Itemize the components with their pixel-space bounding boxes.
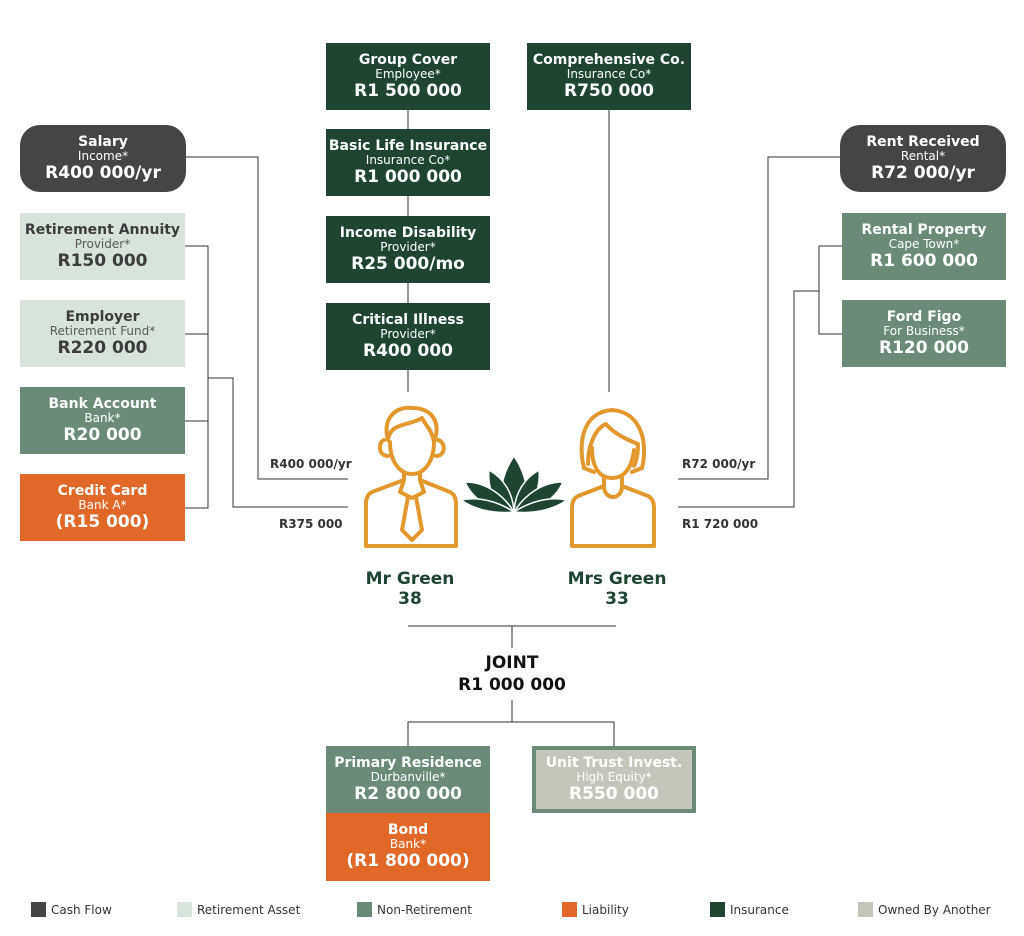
bond-value: (R1 800 000) [346, 851, 470, 872]
legend-item-non-retirement: Non-Retirement [357, 902, 472, 917]
mrs-green-name: Mrs Green [567, 569, 667, 589]
legend-label: Cash Flow [51, 902, 112, 917]
comprehensive-box: Comprehensive Co. Insurance Co* R750 000 [527, 43, 691, 110]
left-assets-label: R375 000 [279, 517, 343, 531]
retirement-annuity-box: Retirement Annuity Provider* R150 000 [20, 213, 185, 280]
retirement-annuity-title: Retirement Annuity [24, 221, 181, 238]
bond-sub: Bank* [389, 837, 427, 852]
income-disability-box: Income Disability Provider* R25 000/mo [326, 216, 490, 283]
comprehensive-sub: Insurance Co* [566, 66, 652, 81]
legend-item-owned-by-another: Owned By Another [858, 902, 991, 917]
legend-swatch [710, 902, 725, 917]
bond-title: Bond [387, 822, 429, 839]
salary-box: Salary Income* R400 000/yr [20, 125, 186, 192]
salary-value: R400 000/yr [45, 162, 161, 183]
lotus-icon [459, 454, 569, 514]
rental-property-value: R1 600 000 [870, 250, 978, 271]
right-assets-label: R1 720 000 [682, 517, 759, 531]
retirement-annuity-sub: Provider* [74, 236, 131, 251]
critical-illness-sub: Provider* [380, 326, 436, 341]
legend-label: Insurance [730, 902, 789, 917]
right-income-label: R72 000/yr [682, 457, 756, 471]
critical-illness-box: Critical Illness Provider* R400 000 [326, 303, 490, 370]
bank-account-sub: Bank* [84, 410, 121, 425]
employer-value: R220 000 [57, 337, 148, 358]
basic-life-value: R1 000 000 [354, 166, 462, 187]
primary-residence-sub: Durbanville* [370, 769, 446, 784]
legend-label: Retirement Asset [197, 902, 301, 917]
legend-label: Non-Retirement [377, 902, 472, 917]
employer-title: Employer [65, 308, 140, 325]
mr-green-name: Mr Green [365, 569, 455, 589]
primary-residence-box: Primary Residence Durbanville* R2 800 00… [326, 746, 490, 813]
retirement-annuity-value: R150 000 [57, 250, 148, 271]
man-icon [364, 405, 458, 548]
legend-label: Owned By Another [878, 902, 991, 917]
comprehensive-value: R750 000 [564, 80, 654, 101]
employer-box: Employer Retirement Fund* R220 000 [20, 300, 185, 367]
rent-received-title: Rent Received [866, 133, 980, 150]
mr-green-age: 38 [398, 589, 422, 610]
bank-account-value: R20 000 [63, 424, 142, 445]
ford-figo-title: Ford Figo [886, 308, 962, 325]
legend-label: Liability [582, 902, 629, 917]
group-cover-sub: Employee* [375, 66, 441, 81]
left-income-label: R400 000/yr [270, 457, 352, 471]
credit-card-sub: Bank A* [78, 497, 127, 512]
legend-swatch [177, 902, 192, 917]
joint-value: R1 000 000 [458, 675, 566, 696]
ford-figo-value: R120 000 [879, 337, 969, 358]
rental-property-title: Rental Property [861, 221, 987, 238]
legend-item-retirement-asset: Retirement Asset [177, 902, 300, 917]
credit-card-box: Credit Card Bank A* (R15 000) [20, 474, 185, 541]
basic-life-title: Basic Life Insurance [328, 137, 488, 154]
basic-life-sub: Insurance Co* [365, 152, 451, 167]
critical-illness-title: Critical Illness [352, 311, 464, 328]
ford-figo-box: Ford Figo For Business* R120 000 [842, 300, 1006, 367]
group-cover-title: Group Cover [358, 51, 458, 68]
group-cover-value: R1 500 000 [354, 80, 462, 101]
joint-label: JOINT R1 000 000 [412, 652, 612, 696]
joint-title: JOINT [485, 653, 539, 673]
unit-trust-sub: High Equity* [576, 769, 652, 784]
salary-title: Salary [78, 133, 128, 150]
legend-item-cash-flow: Cash Flow [31, 902, 112, 917]
mr-green-label: Mr Green 38 [340, 569, 480, 610]
mrs-green-label: Mrs Green 33 [547, 569, 687, 610]
unit-trust-box: Unit Trust Invest. High Equity* R550 000 [532, 746, 696, 813]
rental-property-sub: Cape Town* [888, 236, 960, 251]
group-cover-box: Group Cover Employee* R1 500 000 [326, 43, 490, 110]
rent-received-box: Rent Received Rental* R72 000/yr [840, 125, 1006, 192]
critical-illness-value: R400 000 [363, 340, 453, 361]
legend-swatch [357, 902, 372, 917]
woman-icon [570, 408, 656, 548]
basic-life-box: Basic Life Insurance Insurance Co* R1 00… [326, 129, 490, 196]
bank-account-box: Bank Account Bank* R20 000 [20, 387, 185, 454]
unit-trust-value: R550 000 [569, 783, 659, 804]
income-disability-value: R25 000/mo [351, 253, 465, 274]
rent-received-value: R72 000/yr [871, 162, 975, 183]
bond-box: Bond Bank* (R1 800 000) [326, 813, 490, 881]
unit-trust-title: Unit Trust Invest. [545, 754, 683, 771]
mrs-green-age: 33 [605, 589, 629, 610]
legend-item-liability: Liability [562, 902, 629, 917]
rent-received-sub: Rental* [900, 148, 946, 163]
primary-residence-title: Primary Residence [334, 754, 482, 771]
income-disability-sub: Provider* [380, 239, 436, 254]
bank-account-title: Bank Account [48, 395, 157, 412]
employer-sub: Retirement Fund* [49, 323, 156, 338]
income-disability-title: Income Disability [339, 224, 477, 241]
salary-sub: Income* [77, 148, 129, 163]
rental-property-box: Rental Property Cape Town* R1 600 000 [842, 213, 1006, 280]
primary-residence-value: R2 800 000 [354, 783, 462, 804]
ford-figo-sub: For Business* [883, 323, 965, 338]
comprehensive-title: Comprehensive Co. [532, 51, 686, 68]
legend-item-insurance: Insurance [710, 902, 789, 917]
credit-card-title: Credit Card [57, 482, 148, 499]
legend-swatch [562, 902, 577, 917]
legend-swatch [31, 902, 46, 917]
legend-swatch [858, 902, 873, 917]
credit-card-value: (R15 000) [55, 511, 150, 532]
